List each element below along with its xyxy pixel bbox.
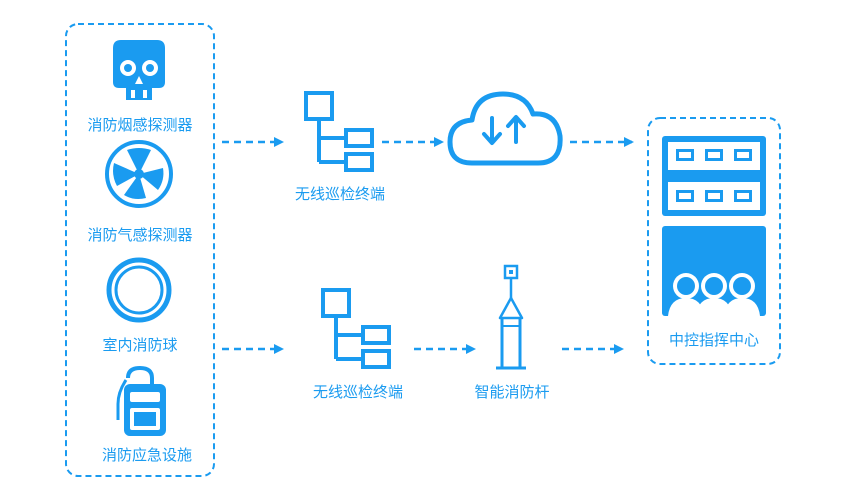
control-center-frame [647,117,781,365]
smart-pole-label: 智能消防杆 [474,383,550,401]
fan-icon [105,140,173,208]
smoke-detector-label: 消防烟感探测器 [87,116,193,134]
skull-icon [113,40,165,100]
cloud-sync-icon [447,91,563,166]
ball-icon [106,257,172,323]
gas-detector-label: 消防气感探测器 [87,226,193,244]
extinguisher-icon [116,365,166,436]
top-terminal-label: 无线巡检终端 [294,185,385,203]
terminal-tree-icon-top [304,91,374,172]
terminal-tree-icon-bottom [321,288,391,369]
indoor-fire-ball-label: 室内消防球 [102,336,178,354]
sensor-group-frame [65,23,215,477]
control-center-label: 中控指挥中心 [668,331,759,349]
smart-pole-icon [496,264,526,370]
bottom-terminal-label: 无线巡检终端 [312,383,403,401]
emergency-facility-label: 消防应急设施 [101,446,192,464]
flow-arrows [222,137,634,354]
control-center-icon [662,136,766,316]
